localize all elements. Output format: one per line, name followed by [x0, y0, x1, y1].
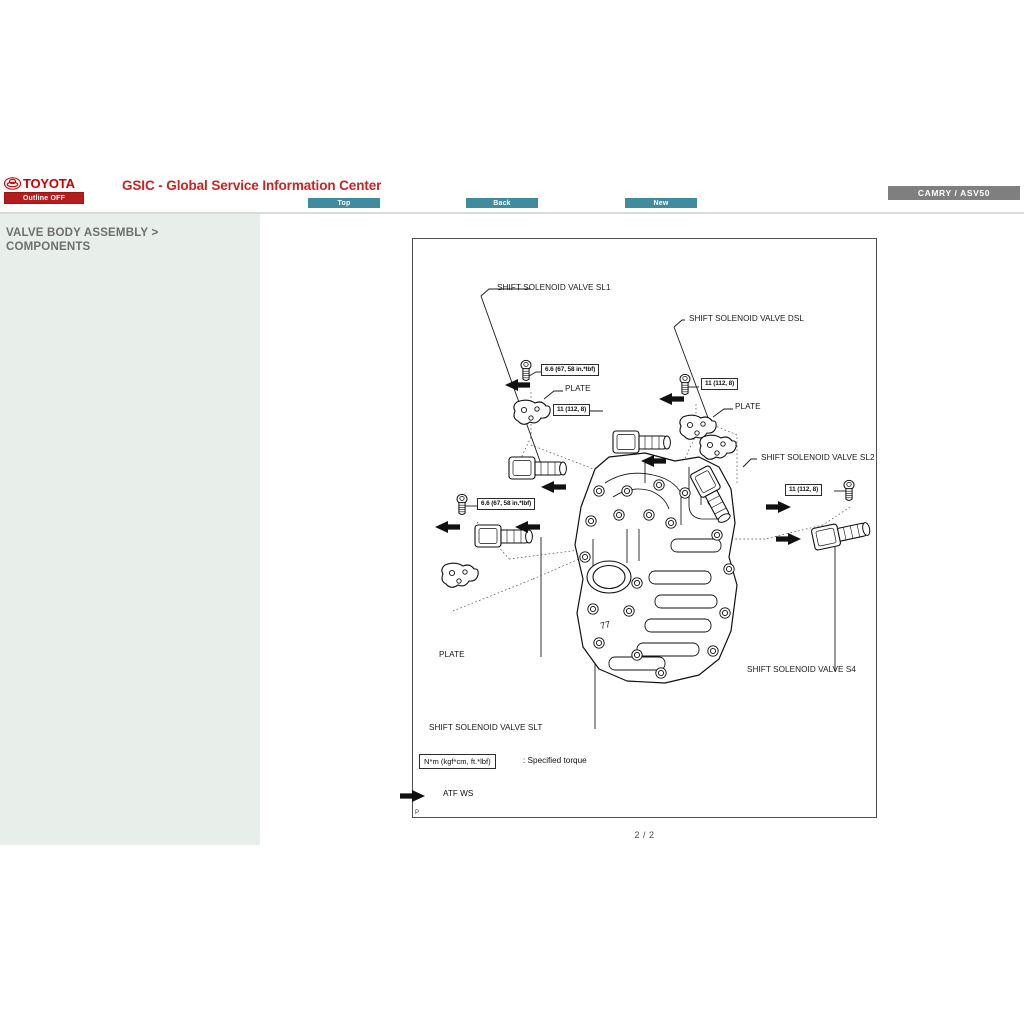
nav-back-button[interactable]: Back: [466, 198, 538, 208]
label-plate-dsl: PLATE: [735, 402, 761, 411]
diagram-frame: 77: [400, 238, 877, 818]
atf-arrow-icon: [400, 790, 425, 802]
breadcrumb: VALVE BODY ASSEMBLY > COMPONENTS: [6, 226, 246, 254]
torque-callout-sl1: 6.6 (67, 58 in.*lbf): [541, 364, 600, 376]
torque-callout-dsl: 11 (112, 8): [701, 378, 739, 390]
toyota-emblem-icon: [3, 177, 22, 190]
page-title: GSIC - Global Service Information Center: [122, 178, 382, 193]
vehicle-model-badge: CAMRY / ASV50: [888, 186, 1020, 200]
torque-callout-s4: 11 (112, 8): [785, 484, 823, 496]
label-shift-solenoid-valve-s4: SHIFT SOLENOID VALVE S4: [747, 665, 856, 674]
site-header: TOYOTA Outline OFF GSIC - Global Service…: [0, 176, 1024, 210]
page-indicator: 2 / 2: [634, 830, 655, 840]
header-divider: [0, 212, 1024, 214]
breadcrumb-line-2: COMPONENTS: [6, 241, 91, 253]
torque-callout-slt: 6.6 (67, 58 in.*lbf): [477, 498, 536, 510]
legend-atf-ws: ATF WS: [443, 789, 474, 798]
main-content-area: 77: [260, 214, 1024, 1024]
outline-toggle-button[interactable]: Outline OFF: [4, 192, 84, 204]
toyota-logo: TOYOTA: [3, 176, 75, 191]
legend-torque-unit-box: N*m (kgf*cm, ft.*lbf): [419, 754, 496, 769]
label-shift-solenoid-valve-sl1: SHIFT SOLENOID VALVE SL1: [497, 283, 611, 292]
nav-top-button[interactable]: Top: [308, 198, 380, 208]
label-shift-solenoid-valve-slt: SHIFT SOLENOID VALVE SLT: [429, 723, 543, 732]
page-corner-mark: P: [415, 810, 420, 816]
label-shift-solenoid-valve-sl2: SHIFT SOLENOID VALVE SL2: [761, 453, 875, 462]
svg-text:77: 77: [599, 619, 611, 631]
valve-body-components-diagram: 77: [400, 288, 873, 802]
label-plate-slt: PLATE: [439, 650, 465, 659]
breadcrumb-line-1: VALVE BODY ASSEMBLY >: [6, 227, 159, 239]
torque-callout-mid: 11 (112, 8): [553, 404, 591, 416]
legend-torque-description: : Specified torque: [523, 756, 587, 765]
nav-new-button[interactable]: New: [625, 198, 697, 208]
label-shift-solenoid-valve-dsl: SHIFT SOLENOID VALVE DSL: [689, 314, 804, 323]
sidebar-panel: VALVE BODY ASSEMBLY > COMPONENTS: [0, 214, 260, 845]
toyota-wordmark: TOYOTA: [23, 176, 75, 191]
label-plate-sl1: PLATE: [565, 384, 591, 393]
